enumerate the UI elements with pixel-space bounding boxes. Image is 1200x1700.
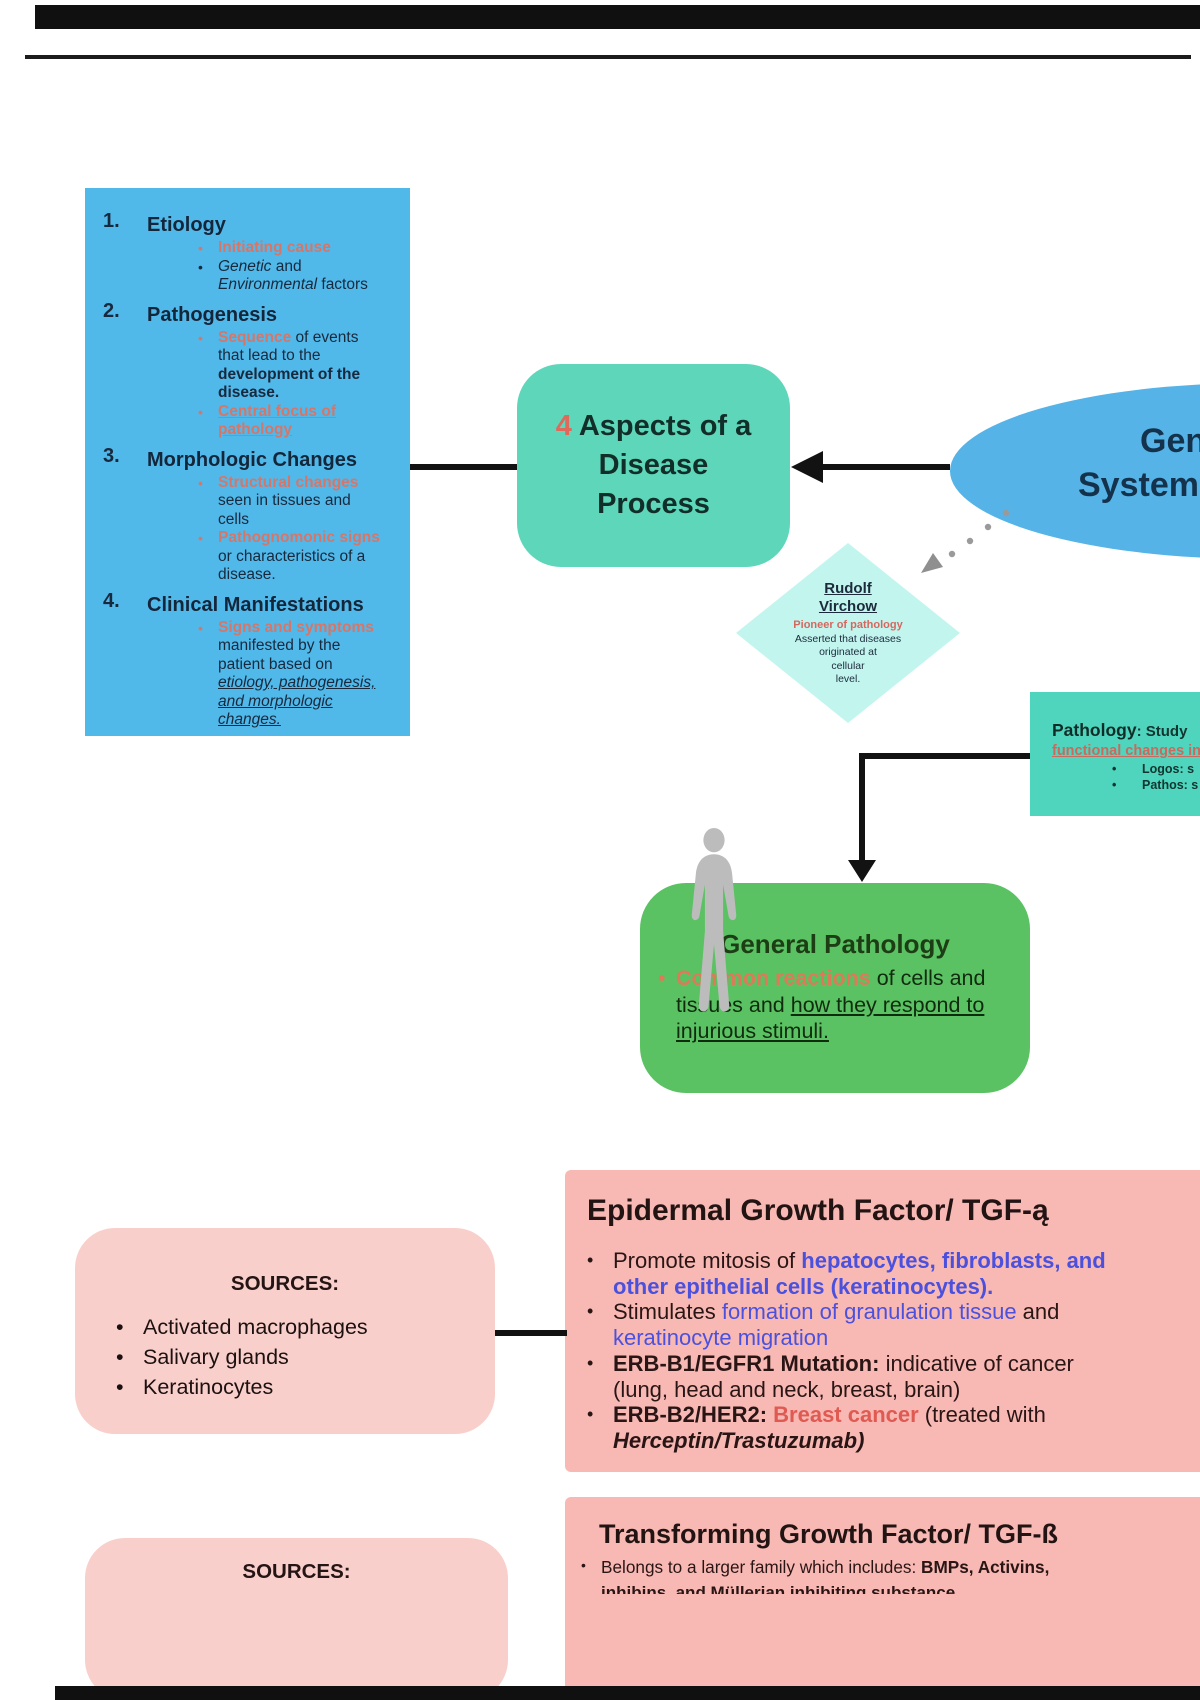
source-item: Keratinocytes [91,1372,368,1402]
top-black-bar [35,5,1200,29]
list-sub-line: that lead to the [218,347,321,364]
tgf-sources-box: SOURCES: [85,1538,508,1700]
egf-bullet-line: ERB-B2/HER2: Breast cancer (treated with [577,1402,1106,1428]
list-sub-line: and morphologic [218,692,333,710]
list-sub-line: disease. [218,384,280,401]
ellipse-label-line2: Systemic [1078,466,1200,504]
egf-bullet-line: other epithelial cells (keratinocytes). [613,1273,994,1299]
egf-bullet-list: Promote mitosis of hepatocytes, fibrobla… [577,1248,1106,1454]
sources-list: Activated macrophages Salivary glands Ke… [91,1312,368,1402]
egf-bullet-line: (lung, head and neck, breast, brain) [613,1376,961,1402]
item-sublist: Structural changes seen in tissues and c… [190,474,410,585]
list-sub-line: patient based on [218,655,333,673]
list-sub-line: etiology, pathogenesis, [218,674,376,691]
pathology-definition-box: Pathology: Study functional changes in L… [1030,692,1200,816]
list-sub-line: Initiating cause [190,239,410,258]
list-sub-line: Environmental factors [218,276,368,293]
item-title: Etiology [147,214,226,236]
list-sub-line: Central focus of [190,403,410,422]
item-number: 1. [103,210,120,232]
source-item: Salivary glands [91,1342,368,1372]
rudolf-virchow-node: Rudolf Virchow Pioneer of pathology Asse… [736,543,960,723]
egf-bullet-line: keratinocyte migration [613,1325,829,1351]
list-sub-line: disease. [218,566,276,583]
item-number: 4. [103,589,120,612]
tgf-title: Transforming Growth Factor/ TGF-ß [599,1519,1058,1549]
list-sub-line: Signs and symptoms [190,619,410,638]
person-silhouette-icon [691,828,737,1012]
egf-bullet-line: Herceptin/Trastuzumab) [613,1427,865,1453]
virchow-name: Rudolf Virchow [818,579,878,615]
top-divider-line [25,55,1191,59]
general-pathology-title: General Pathology [720,929,950,959]
egf-title: Epidermal Growth Factor/ TGF-ą [587,1194,1049,1227]
dotted-arrow [921,509,1010,573]
list-sub-line: or characteristics of a [218,547,366,565]
gray-arrowhead-icon [921,553,943,573]
tgf-partial-line: inhibins, and Müllerian inhibiting subst… [601,1583,956,1594]
egf-tgf-alpha-box: Epidermal Growth Factor/ TGF-ą Promote m… [565,1170,1200,1472]
disease-aspects-list: 1. Etiology Initiating cause Genetic and… [85,188,410,736]
item-number: 3. [103,444,120,467]
egf-sources-box: SOURCES: Activated macrophages Salivary … [75,1228,495,1434]
ellipse-label-line1: General [1140,422,1200,460]
egf-bullet-line: Stimulates formation of granulation tiss… [577,1299,1106,1325]
virchow-description: Asserted that diseases originated at cel… [794,632,902,686]
sources-heading: SOURCES: [242,1560,351,1583]
egf-bullet-line: ERB-B1/EGFR1 Mutation: indicative of can… [577,1351,1106,1377]
tgf-beta-box: Transforming Growth Factor/ TGF-ß Belong… [565,1497,1200,1700]
left-arrowhead-icon [791,451,823,483]
pathology-pathos-bullet: Pathos: s [1052,777,1200,793]
list-sub-line: changes. [218,711,281,728]
list-sub-line: development of the [218,365,361,383]
item-title: Morphologic Changes [147,448,357,471]
item-title: Pathogenesis [147,303,278,326]
pathology-logos-bullet: Logos: s [1052,761,1200,777]
list-item-morphologic-changes: 3. Morphologic Changes Structural change… [85,444,410,585]
pathology-definition-line: Pathology: Study [1052,720,1188,740]
list-sub-line: Pathognomonic signs [190,529,410,548]
item-number: 2. [103,299,120,322]
list-sub-line: Genetic and [190,258,410,277]
down-arrowhead-icon [848,860,876,882]
list-sub-line: seen in tissues and [218,492,351,509]
virchow-role: Pioneer of pathology [793,618,903,631]
list-sub-line: Structural changes [190,474,410,493]
connector-pathology-to-general [859,753,1030,866]
list-sub-line: Sequence of events [190,329,410,348]
aspects-title: 4 Aspects of a Disease Process [555,410,752,520]
bottom-black-bar [55,1686,1200,1700]
list-sub-line: cells [218,510,250,528]
list-item-pathogenesis: 2. Pathogenesis Sequence of events that … [85,299,410,440]
list-sub-line: pathology [218,421,293,438]
tgf-bullet-line: Belongs to a larger family which include… [577,1557,1049,1578]
pathology-functional-changes: functional changes in [1052,743,1200,759]
sources-heading: SOURCES: [230,1272,340,1295]
list-item-etiology: 1. Etiology Initiating cause Genetic and… [85,210,410,295]
item-sublist: Signs and symptoms manifested by the pat… [190,619,410,730]
item-sublist: Initiating cause Genetic and Environment… [190,239,410,295]
aspects-of-disease-node: 4 Aspects of a Disease Process [517,364,790,567]
egf-bullet-line: Promote mitosis of hepatocytes, fibrobla… [577,1248,1106,1274]
item-sublist: Sequence of events that lead to the deve… [190,329,410,440]
list-sub-line: manifested by the [218,637,341,654]
item-title: Clinical Manifestations [147,593,364,616]
list-item-clinical-manifestations: 4. Clinical Manifestations Signs and sym… [85,589,410,730]
source-item: Activated macrophages [91,1312,368,1342]
